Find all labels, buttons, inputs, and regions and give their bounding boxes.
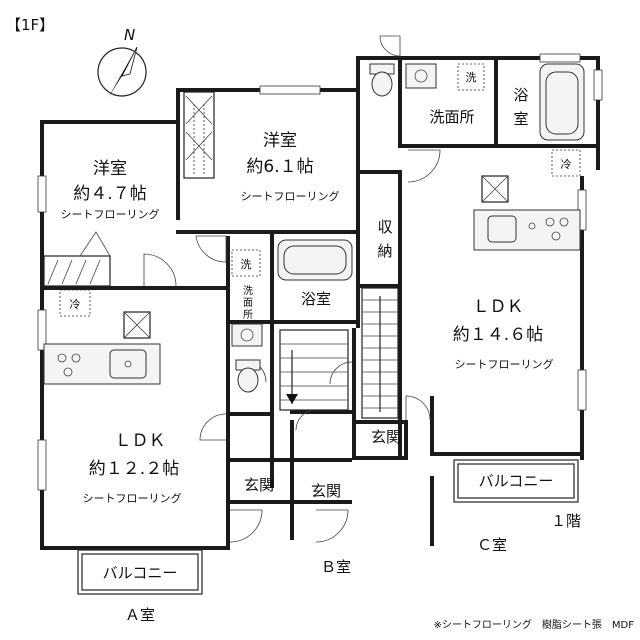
balconies [77,459,579,595]
unit-a-ldk-name: ＬＤＫ [115,431,166,451]
unit-c-bath-label-1: 浴 [513,86,528,104]
unit-b-western-size: 約6.１帖 [246,157,313,177]
unit-b-basin-icon [231,323,263,347]
doors [143,35,441,543]
markers [59,63,581,317]
unit-c-fridge-marker: 冷 [561,158,572,171]
unit-a-entrance-label: 玄関 [244,476,274,494]
unit-c-washer-marker: 洗 [466,71,477,84]
unit-b-western-floor: シートフローリング [241,189,340,203]
unit-c-storage-label-1: 収 [377,218,392,236]
unit-b-washroom-label: 洗 面 所 [243,285,253,321]
svg-text:所: 所 [243,309,253,321]
unit-c-basin-icon [405,63,437,89]
unit-c-bath-label-2: 室 [513,110,528,128]
unit-c-entrance-label: 玄関 [371,428,401,446]
compass-ring-icon [97,47,147,97]
stairs [279,287,399,419]
unit-a-western-name: 洋室 [93,159,127,179]
unit-b-washer-marker: 洗 [241,258,252,271]
unit-c-kitchen [473,175,581,251]
unit-labels: Ａ室 Ｂ室 Ｃ室 １階 ※シートフローリング 樹脂シート張 MDF [125,512,634,631]
unit-a-western-floor: シートフローリング [61,207,160,221]
unit-a-ldk-floor: シートフローリング [83,491,182,505]
unit-a-balcony-label: バルコニー [103,564,178,582]
compass-needle-icon [108,47,137,98]
compass-north-label: N [124,26,135,44]
toilets-basins [231,63,437,393]
unit-a-kitchen [43,311,161,385]
unit-b-western-name: 洋室 [263,131,297,151]
svg-text:洗: 洗 [243,285,253,297]
unit-c-ldk-size: 約１４.６帖 [453,325,543,345]
compass: N [97,26,147,98]
unit-c-storage-label-2: 納 [377,242,392,260]
unit-b-label: Ｂ室 [321,558,351,576]
unit-c-ldk-name: ＬＤＫ [473,297,524,317]
unit-c-washroom-label: 洗面所 [429,108,474,126]
floor-label: 【1F】 [6,16,54,34]
windows [37,53,603,491]
unit-c-label: Ｃ室 [477,536,507,554]
walls [40,56,600,550]
unit-b-bath-label: 浴室 [301,290,331,308]
unit-b-entrance-label: 玄関 [311,482,341,500]
closets [43,91,215,287]
unit-a-western-size: 約４.７帖 [73,184,146,204]
room-labels: 洋室 約４.７帖 シートフローリング 洋室 約6.１帖 シートフローリング ＬＤ… [61,71,572,582]
unit-c-floor-label: １階 [551,512,581,530]
unit-a-fridge-marker: 冷 [70,298,81,311]
svg-text:面: 面 [243,298,253,309]
unit-c-ldk-floor: シートフローリング [455,357,554,371]
unit-a-label: Ａ室 [125,606,155,624]
unit-a-ldk-size: 約１２.２帖 [89,459,179,479]
unit-c-balcony-label: バルコニー [479,472,554,490]
bathtubs [277,63,585,281]
footnote: ※シートフローリング 樹脂シート張 MDF [434,618,635,631]
